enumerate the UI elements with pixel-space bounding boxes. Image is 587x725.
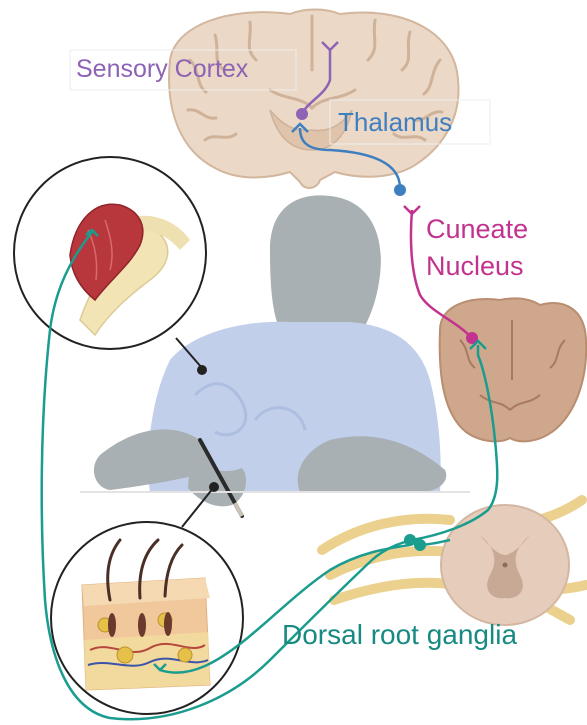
- shoulder-muscle-inset: [14, 157, 206, 349]
- cuneate-label-line1: Cuneate: [426, 215, 528, 245]
- pointer-dot-hand: [209, 482, 219, 492]
- dorsal-root-ganglion-cell: [414, 539, 426, 551]
- medulla-section-icon: [440, 298, 587, 441]
- dorsal-root-ganglia-label: Dorsal root ganglia: [282, 620, 517, 651]
- cuneate-label-line2: Nucleus: [426, 252, 524, 282]
- spinal-cord-section-icon: [322, 500, 586, 625]
- thalamus-label: Thalamus: [338, 108, 452, 137]
- pointer-dot-shoulder: [197, 365, 207, 375]
- skin-cross-section-inset: [51, 522, 243, 714]
- sensory-cortex-label: Sensory Cortex: [76, 56, 248, 84]
